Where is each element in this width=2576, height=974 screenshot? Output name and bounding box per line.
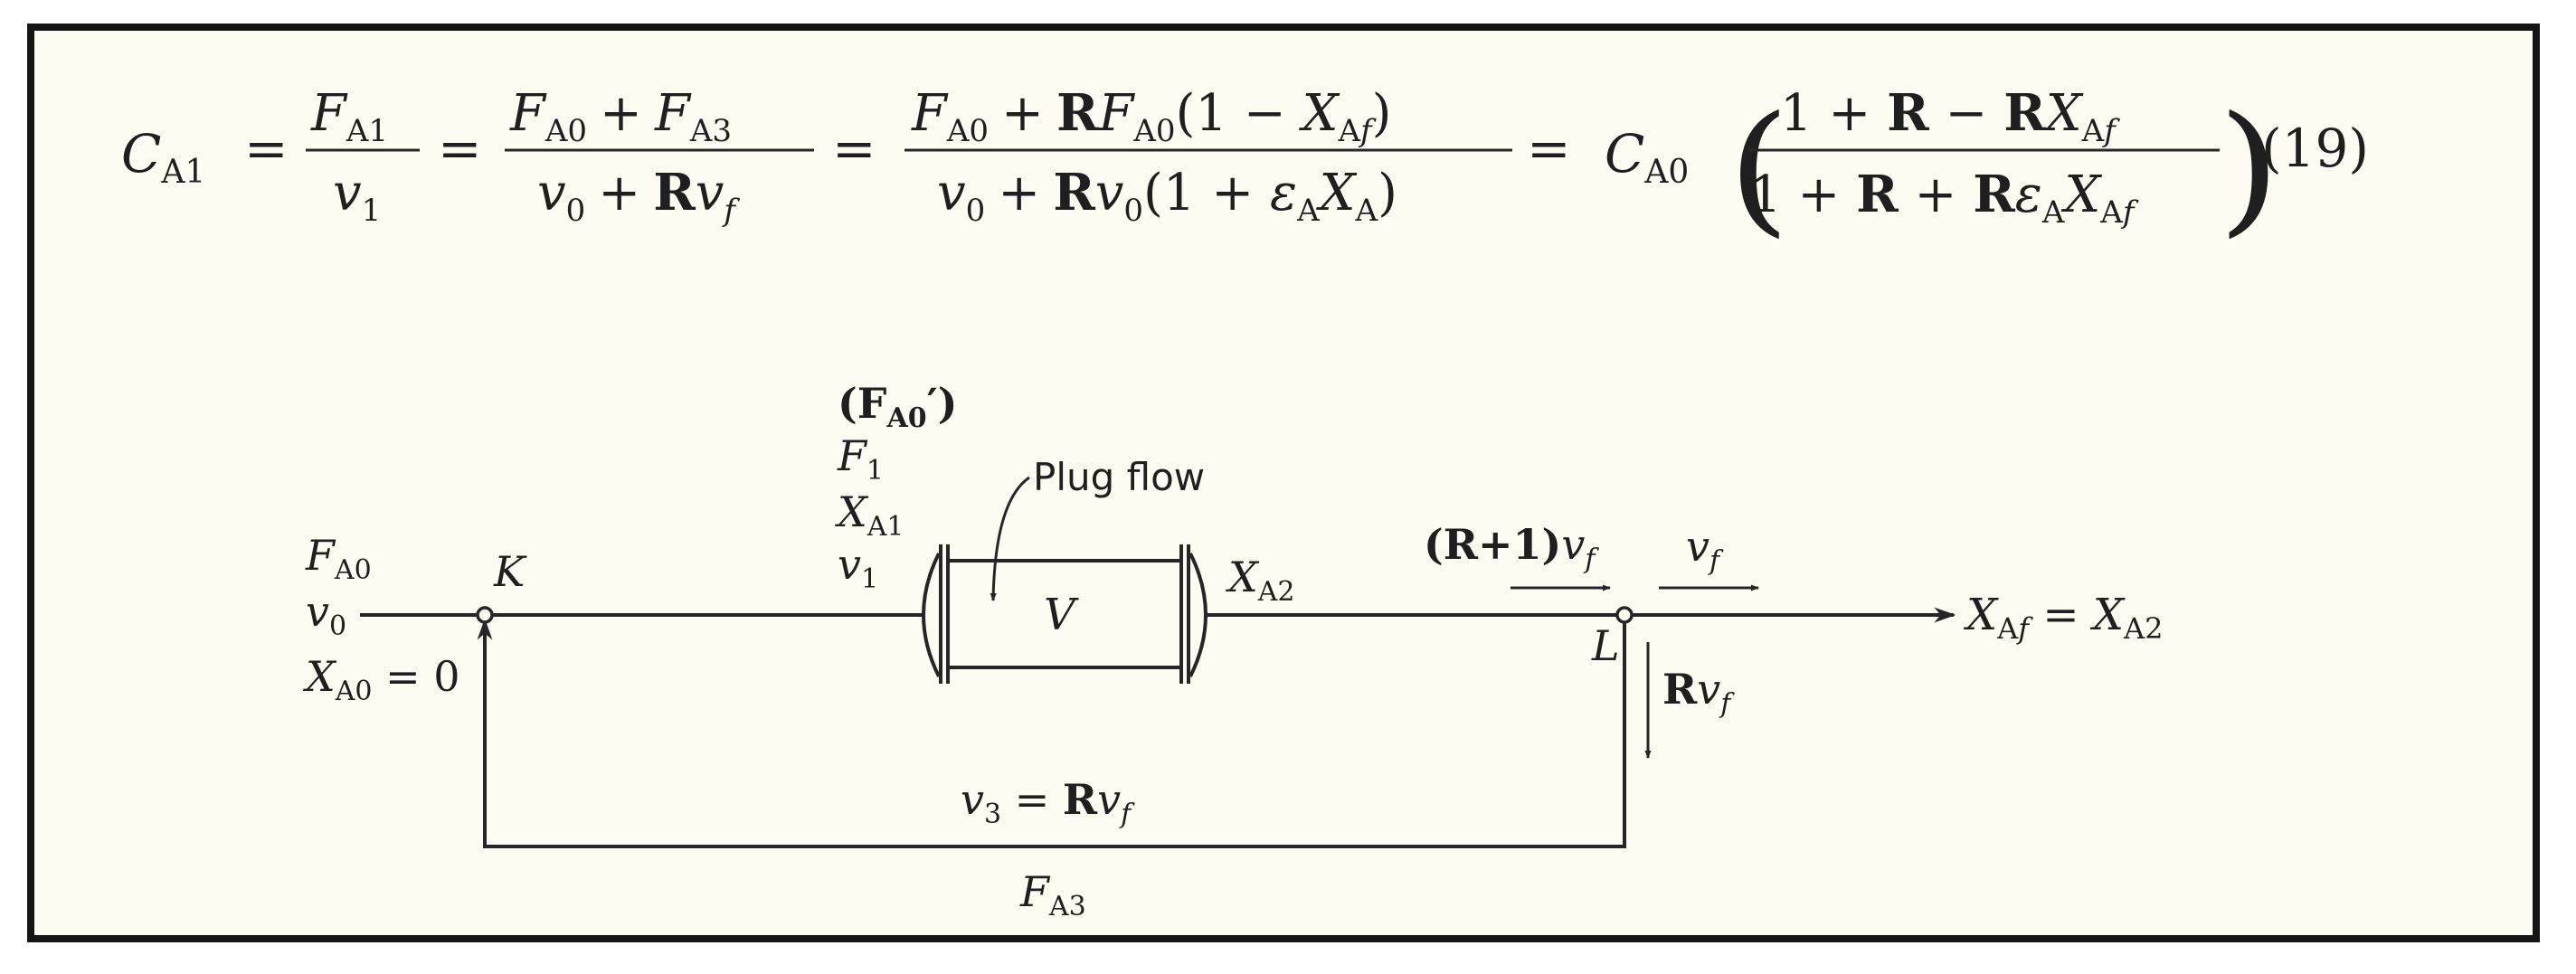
- eq-t4-left-paren: (: [1728, 85, 1790, 251]
- eq-equals-4: =: [1527, 118, 1571, 179]
- splitting-point-L: [1615, 606, 1634, 624]
- inlet-conversion-label: XA1: [835, 487, 904, 543]
- eq-t4-denominator: 1 + R + RεAXAf: [1749, 165, 2139, 231]
- eq-lhs: CA1: [121, 123, 205, 191]
- plug-flow-reactor: V: [922, 544, 1208, 684]
- plug-flow-pointer: [990, 476, 1030, 601]
- eq-t3-numerator: FA0+RFA0(1 − XAf): [911, 83, 1391, 149]
- eq-t1-denominator: v1: [333, 164, 381, 229]
- figure-frame: CA1 = FA1 v1 = FA0+FA3 v0+Rvf = FA0+RFA0…: [27, 24, 2540, 942]
- recycle-volumetric-label: v3 = Rvf: [961, 775, 1135, 830]
- mixing-point-K: [476, 606, 494, 624]
- feed-molar-flow-label: FA0: [305, 531, 372, 586]
- product-flow-label: vf: [1686, 522, 1724, 577]
- equation-number: (19): [2261, 118, 2369, 179]
- reactor-inlet-head: [922, 553, 941, 677]
- recycle-molar-flow-label: FA3: [1019, 867, 1086, 922]
- product-conversion-label: XAf = XA2: [1963, 590, 2164, 646]
- feed-conversion-label: XA0 = 0: [303, 652, 460, 707]
- mixing-point-label: K: [493, 547, 527, 596]
- plug-flow-label: Plug flow: [1033, 455, 1205, 499]
- reactor-volume-label: V: [1044, 590, 1079, 640]
- inlet-volumetric-flow-label: v1: [838, 540, 878, 595]
- inlet-molar-flow-label: F1: [837, 431, 884, 487]
- eq-t4-numerator: 1 + R − RXAf: [1780, 83, 2120, 149]
- eq-equals-3: =: [832, 118, 876, 179]
- combined-flow-label: (R+1)vf: [1424, 520, 1599, 575]
- recycle-line: [477, 618, 1626, 848]
- eq-equals-1: =: [244, 118, 289, 179]
- eq-t4-right-paren: ): [2218, 85, 2280, 251]
- eq-t3-denominator: v0+Rv0(1 + εAXA): [937, 163, 1397, 229]
- eq-t4-prefactor: CA0: [1605, 123, 1689, 191]
- recycle-concentration-equation: CA1 = FA1 v1 = FA0+FA3 v0+Rvf = FA0+RFA0…: [121, 83, 2369, 251]
- recycle-flow-label: Rvf: [1662, 665, 1735, 720]
- eq-equals-2: =: [438, 118, 482, 179]
- reactor-outlet-head: [1189, 553, 1208, 677]
- reactor-diagram: CA1 = FA1 v1 = FA0+FA3 v0+Rvf = FA0+RFA0…: [121, 83, 2369, 922]
- feed-volumetric-flow-label: v0: [306, 587, 346, 642]
- inlet-hypothetical-feed-label: (FA0′): [838, 379, 958, 434]
- recycle-reactor-flowsheet: V Plug flow FA0 v0 XA0 = 0 K L (FA0′) F1…: [303, 379, 2164, 922]
- outlet-conversion-label: XA2: [1226, 553, 1295, 608]
- splitting-point-label: L: [1591, 621, 1620, 670]
- eq-t2-denominator: v0+Rvf: [537, 163, 740, 229]
- eq-t1-numerator: FA1: [310, 84, 388, 149]
- eq-t2-numerator: FA0+FA3: [509, 84, 732, 149]
